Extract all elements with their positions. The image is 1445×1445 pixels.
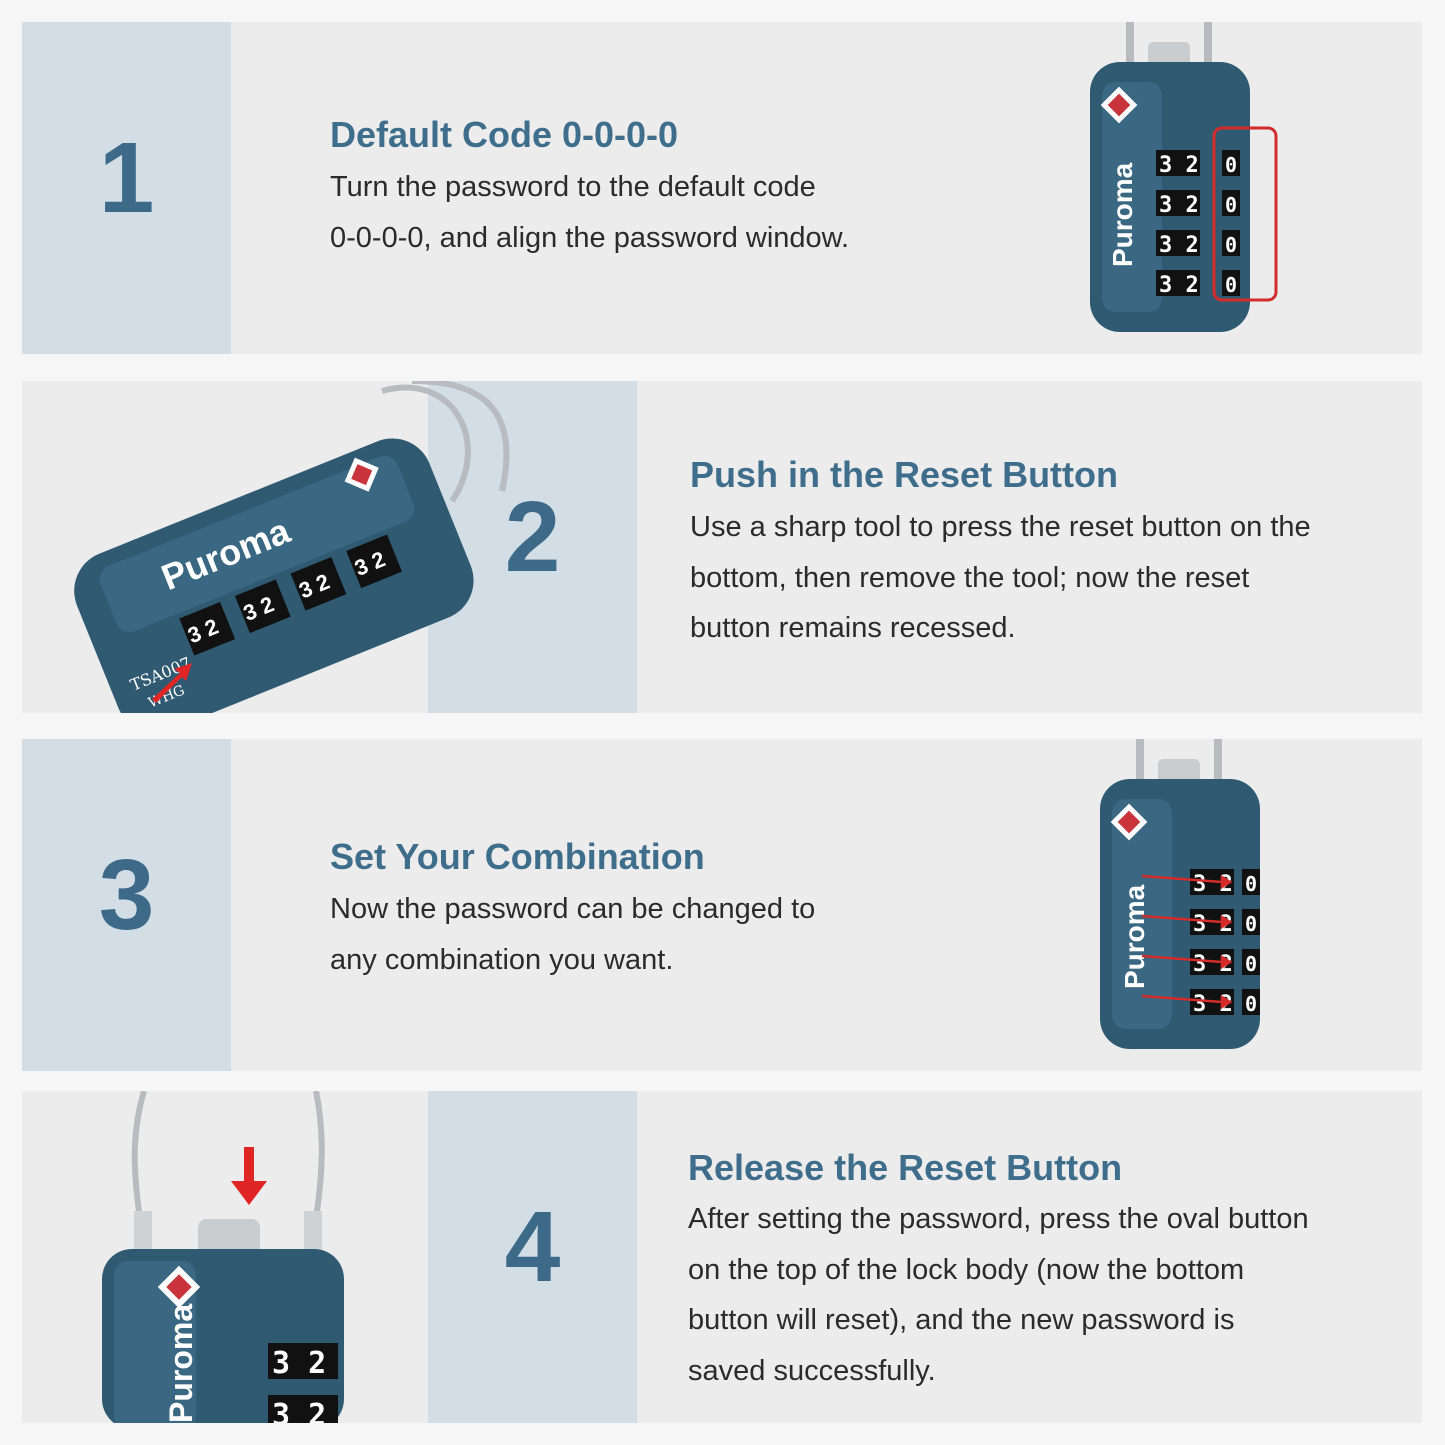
svg-text:3 2: 3 2 [272,1346,326,1381]
step-description: After setting the password, press the ov… [688,1194,1309,1396]
lock-front-image: Puroma 3 2 3 2 3 2 3 2 0 0 0 0 [1090,22,1278,332]
step-title: Default Code 0-0-0-0 [330,114,679,155]
description-line: button will reset), and the new password… [688,1304,1235,1336]
arrow-down-icon [231,1147,267,1205]
step-number: 2 [504,481,561,593]
step-number-panel: 3 [22,739,231,1071]
step-number: 3 [98,839,155,951]
step-card-4: 4 Puroma 3 2 3 2 Release the Reset Butto… [22,1091,1422,1423]
description-line: After setting the password, press the ov… [688,1203,1309,1235]
lock-angled-image: Puroma 3 2 3 2 3 2 3 2 TSA007 WHG [74,381,510,713]
step-card-2: 2 Puroma 3 2 3 2 3 2 3 2 TSA007 WHG Push… [22,381,1422,713]
description-line: 0-0-0-0, and align the password window. [330,221,850,254]
step-card-1: 1 Default Code 0-0-0-0 Turn the password… [22,22,1422,354]
step-description: Turn the password to the default code 0-… [330,162,849,263]
description-line: Use a sharp tool to press the reset butt… [690,511,1311,543]
brand-logo: Puroma [1107,162,1138,267]
description-line: bottom, then remove the tool; now the re… [690,561,1250,594]
lock-front-image: Puroma 3 2 3 2 3 2 3 2 0 0 0 0 [1100,739,1260,1049]
brand-logo: Puroma [163,1304,199,1423]
step-title: Push in the Reset Button [690,454,1119,495]
svg-text:0: 0 [1245,952,1257,976]
arrow-icon [152,663,192,703]
svg-text:0: 0 [1225,153,1237,177]
svg-text:0: 0 [1245,872,1257,896]
step-number: 1 [98,122,155,234]
description-line: Turn the password to the default code [330,171,816,203]
svg-text:0: 0 [1245,912,1257,936]
svg-text:3 2: 3 2 [1159,233,1199,258]
step-number-panel: 1 [22,22,231,354]
svg-text:3 2: 3 2 [272,1398,326,1423]
svg-text:0: 0 [1245,992,1257,1016]
svg-text:0: 0 [1225,193,1237,217]
svg-text:0: 0 [1225,273,1237,297]
highlight-box [1212,126,1278,302]
step-card-3: 3 Set Your Combination Now the password … [22,739,1422,1071]
step-title: Release the Reset Button [688,1147,1123,1188]
svg-text:3 2: 3 2 [1159,153,1199,178]
svg-text:3 2: 3 2 [1159,273,1199,298]
description-line: Now the password can be changed to [330,893,816,925]
description-line: any combination you want. [330,943,674,976]
step-number: 4 [504,1191,561,1303]
description-line: button remains recessed. [690,612,1016,644]
arrow-icon [1141,874,1233,1010]
description-line: on the top of the lock body (now the bot… [688,1253,1245,1286]
step-description: Use a sharp tool to press the reset butt… [690,502,1311,654]
step-description: Now the password can be changed to any c… [330,884,815,985]
svg-text:3 2: 3 2 [1159,193,1199,218]
brand-logo: Puroma [1119,884,1150,989]
dial-column-left: 3 2 3 2 3 2 3 2 [1156,150,1200,298]
step-number-panel: 4 [428,1091,637,1423]
description-line: saved successfully. [688,1354,936,1387]
step-title: Set Your Combination [330,836,705,877]
dial-window-column: 0 0 0 0 [1222,150,1240,297]
svg-text:0: 0 [1225,233,1237,257]
lock-top-image: Puroma 3 2 3 2 [102,1091,344,1423]
